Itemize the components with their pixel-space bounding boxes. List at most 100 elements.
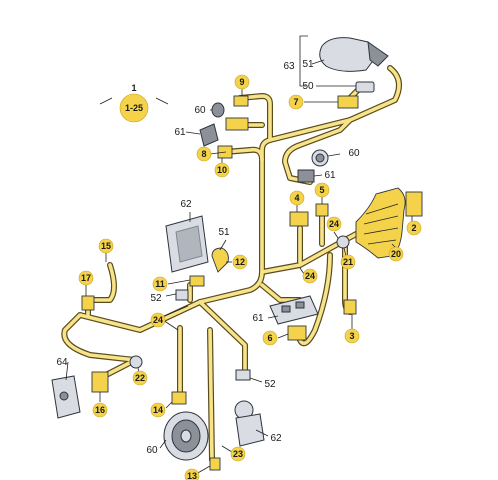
callout-label: 60 bbox=[194, 105, 206, 116]
callout-60: 60 bbox=[194, 105, 206, 116]
callout-62: 62 bbox=[180, 199, 192, 210]
connector-14 bbox=[171, 391, 187, 405]
connector-17 bbox=[81, 295, 95, 311]
small-speaker-top bbox=[211, 102, 225, 118]
connector-16 bbox=[91, 371, 109, 393]
callout-badge bbox=[232, 254, 248, 270]
callout-badge bbox=[234, 74, 250, 90]
callout-label: 61 bbox=[174, 127, 186, 138]
callout-label: 21 bbox=[343, 257, 353, 267]
connector-7 bbox=[337, 95, 359, 109]
callout-label: 24 bbox=[305, 271, 315, 281]
callout-label: 23 bbox=[233, 449, 243, 459]
connector-11 bbox=[189, 275, 205, 287]
callout-badge bbox=[119, 93, 149, 123]
callout-52: 52 bbox=[264, 379, 276, 390]
callout-label: 61 bbox=[252, 313, 264, 324]
callout-label: 8 bbox=[201, 149, 206, 159]
callout-badge bbox=[230, 446, 246, 462]
connector-6 bbox=[287, 325, 307, 341]
callout-51: 51 bbox=[218, 227, 230, 238]
callout-badge bbox=[314, 182, 330, 198]
callout-label: 60 bbox=[146, 445, 158, 456]
callout-20: 20 bbox=[388, 246, 404, 262]
callout-61: 61 bbox=[252, 313, 264, 324]
callout-label: 52 bbox=[150, 293, 162, 304]
callout-7: 7 bbox=[288, 94, 304, 110]
callout-52: 52 bbox=[150, 293, 162, 304]
sensor-52-upper bbox=[175, 289, 189, 301]
callout-badge bbox=[184, 468, 200, 480]
connector-8 bbox=[225, 117, 249, 131]
callout-label: 17 bbox=[81, 273, 91, 283]
side-mirror bbox=[319, 37, 389, 72]
callout-badge bbox=[406, 220, 422, 236]
mirror-motor-plug bbox=[355, 81, 375, 93]
connector-3 bbox=[343, 299, 357, 315]
callout-5: 5 bbox=[314, 182, 330, 198]
callout-badge bbox=[150, 312, 166, 328]
callout-24: 24 bbox=[326, 216, 342, 232]
woofer-60 bbox=[163, 411, 209, 461]
callout-63: 63 bbox=[283, 61, 295, 72]
wire-harness bbox=[61, 65, 402, 463]
callout-label: 7 bbox=[293, 97, 298, 107]
callout-12: 12 bbox=[232, 254, 248, 270]
callout-11: 11 bbox=[152, 276, 168, 292]
callout-badge bbox=[78, 270, 94, 286]
switch-panel-61 bbox=[269, 295, 319, 325]
callout-badge bbox=[326, 216, 342, 232]
callout-badge bbox=[289, 190, 305, 206]
callout-number: 1 bbox=[131, 83, 136, 93]
callout-label: 51 bbox=[302, 59, 314, 70]
callout-label: 2 bbox=[411, 223, 416, 233]
callout-label: 24 bbox=[153, 315, 163, 325]
door-grommet-22 bbox=[129, 355, 143, 369]
callout-label: 6 bbox=[267, 333, 272, 343]
connector-12 bbox=[211, 247, 229, 273]
callout-label: 5 bbox=[319, 185, 324, 195]
callout-label: 64 bbox=[56, 357, 68, 368]
door-lock bbox=[51, 375, 81, 419]
callout-label: 22 bbox=[135, 373, 145, 383]
callout-60: 60 bbox=[348, 148, 360, 159]
callout-badge bbox=[150, 402, 166, 418]
connector-4 bbox=[289, 211, 309, 227]
callout-8: 8 bbox=[196, 146, 212, 162]
rubber-boot bbox=[355, 187, 406, 259]
callout-22: 22 bbox=[132, 370, 148, 386]
switch-61-top bbox=[199, 123, 219, 147]
callout-1-25: 1 1-25 bbox=[119, 83, 149, 123]
callout-21: 21 bbox=[340, 254, 356, 270]
callout-60: 60 bbox=[146, 445, 158, 456]
callout-64: 64 bbox=[56, 357, 68, 368]
callout-14: 14 bbox=[150, 402, 166, 418]
callout-badge bbox=[262, 330, 278, 346]
callout-label: 13 bbox=[187, 471, 197, 480]
callout-badge bbox=[302, 268, 318, 284]
callout-label: 14 bbox=[153, 405, 163, 415]
callout-label: 50 bbox=[302, 81, 314, 92]
callout-2: 2 bbox=[406, 220, 422, 236]
sensor-52-lower bbox=[235, 369, 251, 381]
door-grommet-21 bbox=[336, 235, 350, 249]
callout-24: 24 bbox=[302, 268, 318, 284]
callout-9: 9 bbox=[234, 74, 250, 90]
callout-label: 12 bbox=[235, 257, 245, 267]
callout-range: 1-25 bbox=[125, 103, 143, 113]
callout-label: 62 bbox=[180, 199, 192, 210]
callout-label: 9 bbox=[239, 77, 244, 87]
callout-50: 50 bbox=[302, 81, 314, 92]
callout-badge bbox=[388, 246, 404, 262]
callout-61: 61 bbox=[324, 170, 336, 181]
callout-label: 15 bbox=[101, 241, 111, 251]
callout-label: 3 bbox=[349, 331, 354, 341]
callout-61: 61 bbox=[174, 127, 186, 138]
connector-9 bbox=[233, 95, 249, 107]
callout-label: 52 bbox=[264, 379, 276, 390]
callout-16: 16 bbox=[92, 402, 108, 418]
leader-lines bbox=[65, 35, 413, 475]
